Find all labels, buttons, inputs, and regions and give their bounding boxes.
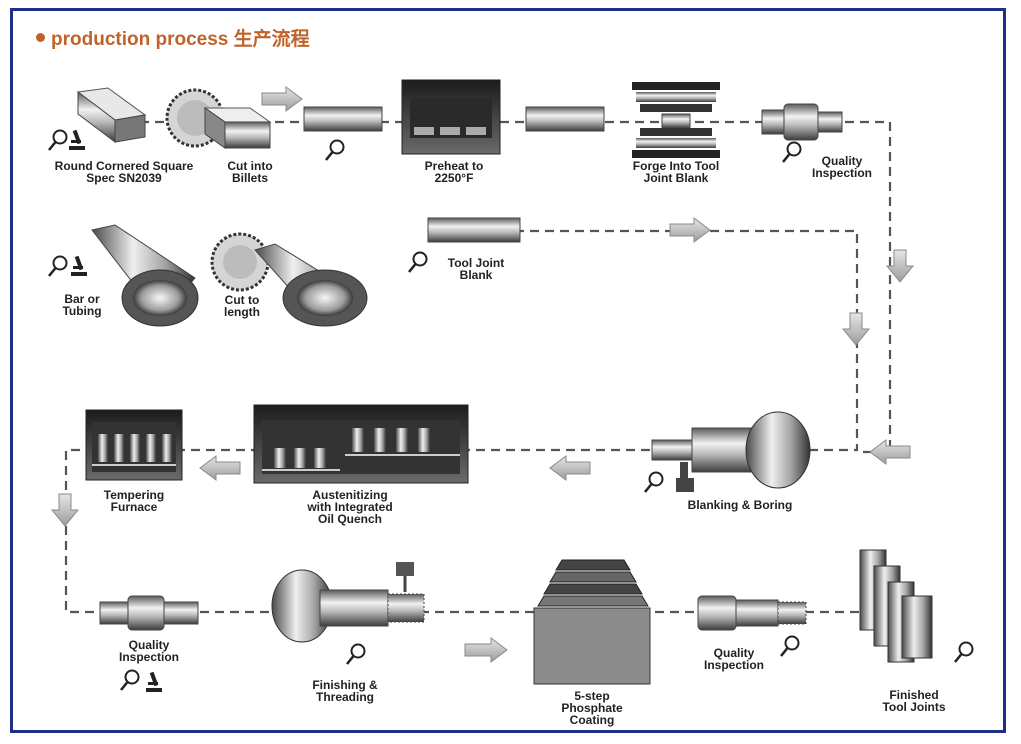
arrow-down-2 (841, 312, 871, 346)
inspect-magnifier-icon (781, 141, 802, 164)
austenitizing-furnace-illustration (253, 404, 469, 484)
quality-part-illustration-3 (697, 595, 807, 631)
inspect-magnifier-icon (643, 471, 664, 494)
label-tempering-furnace: Tempering Furnace (103, 488, 165, 514)
title-english: production process (51, 29, 229, 50)
threading-machine-illustration (271, 562, 425, 643)
label-quality-inspection-3: Quality Inspection (703, 646, 764, 672)
label-cut-into-billets: Cut into Billets (227, 159, 273, 185)
saw-tube-illustration (210, 232, 368, 327)
tool-joint-blank-illustration (427, 217, 521, 243)
arrow-left-2 (549, 455, 591, 481)
preheat-furnace-illustration (401, 79, 501, 155)
microscope-icon (69, 129, 85, 150)
microscope-icon (146, 671, 162, 692)
arrow-down-1 (885, 249, 915, 283)
inspect-magnifier-icon (407, 251, 428, 274)
page-title: production process 生产流程 (36, 24, 310, 51)
billet-illustration (303, 106, 383, 132)
label-quality-inspection-2: Quality Inspection (118, 638, 179, 664)
label-quality-inspection-1: Quality Inspection (811, 154, 872, 180)
finished-tool-joints-illustration (859, 549, 933, 663)
quality-part-illustration-1 (761, 103, 843, 141)
inspect-magnifier-icon (953, 641, 974, 664)
inspect-magnifier-icon (47, 255, 68, 278)
inspect-magnifier-icon (345, 643, 366, 666)
microscope-icon (71, 255, 87, 276)
label-round-cornered-square: Round Cornered Square Spec SN2039 (54, 159, 194, 185)
title-chinese: 生产流程 (233, 29, 310, 50)
saw-billet-illustration (165, 88, 272, 149)
arrow-left-1 (869, 439, 911, 465)
inspect-magnifier-icon (119, 669, 140, 692)
blank-bar-illustration (525, 106, 605, 132)
label-cut-to-length: Cut to length (224, 293, 260, 319)
quality-part-illustration-2 (99, 595, 199, 631)
label-preheat: Preheat to 2250°F (424, 159, 484, 185)
label-bar-or-tubing: Bar or Tubing (62, 292, 102, 318)
arrow-right-3 (464, 637, 508, 663)
arrow-left-3 (199, 455, 241, 481)
flow-lines (64, 120, 892, 614)
label-tool-joint-blank: Tool Joint Blank (447, 256, 505, 282)
arrow-right-2 (669, 217, 711, 243)
phosphate-coating-tank-illustration (533, 559, 651, 685)
tempering-furnace-illustration (85, 409, 183, 481)
forge-press-illustration (632, 82, 720, 158)
arrow-right-1 (261, 86, 303, 112)
tube-illustration (91, 224, 199, 327)
label-blanking-boring: Blanking & Boring (687, 498, 793, 512)
label-austenitizing: Austenitizing with Integrated Oil Quench (307, 488, 393, 526)
inspect-magnifier-icon (324, 139, 345, 162)
label-phosphate-coating: 5-step Phosphate Coating (561, 689, 623, 727)
arrow-down-3 (50, 493, 80, 527)
blanking-boring-machine-illustration (651, 411, 811, 492)
flow-arrows (50, 86, 915, 663)
label-finished-tool-joints: Finished Tool Joints (882, 688, 946, 714)
inspect-magnifier-icon (47, 129, 68, 152)
label-finishing-threading: Finishing & Threading (312, 678, 378, 704)
label-forge: Forge Into Tool Joint Blank (632, 159, 720, 185)
square-bar-illustration (76, 87, 147, 144)
inspect-magnifier-icon (779, 635, 800, 658)
